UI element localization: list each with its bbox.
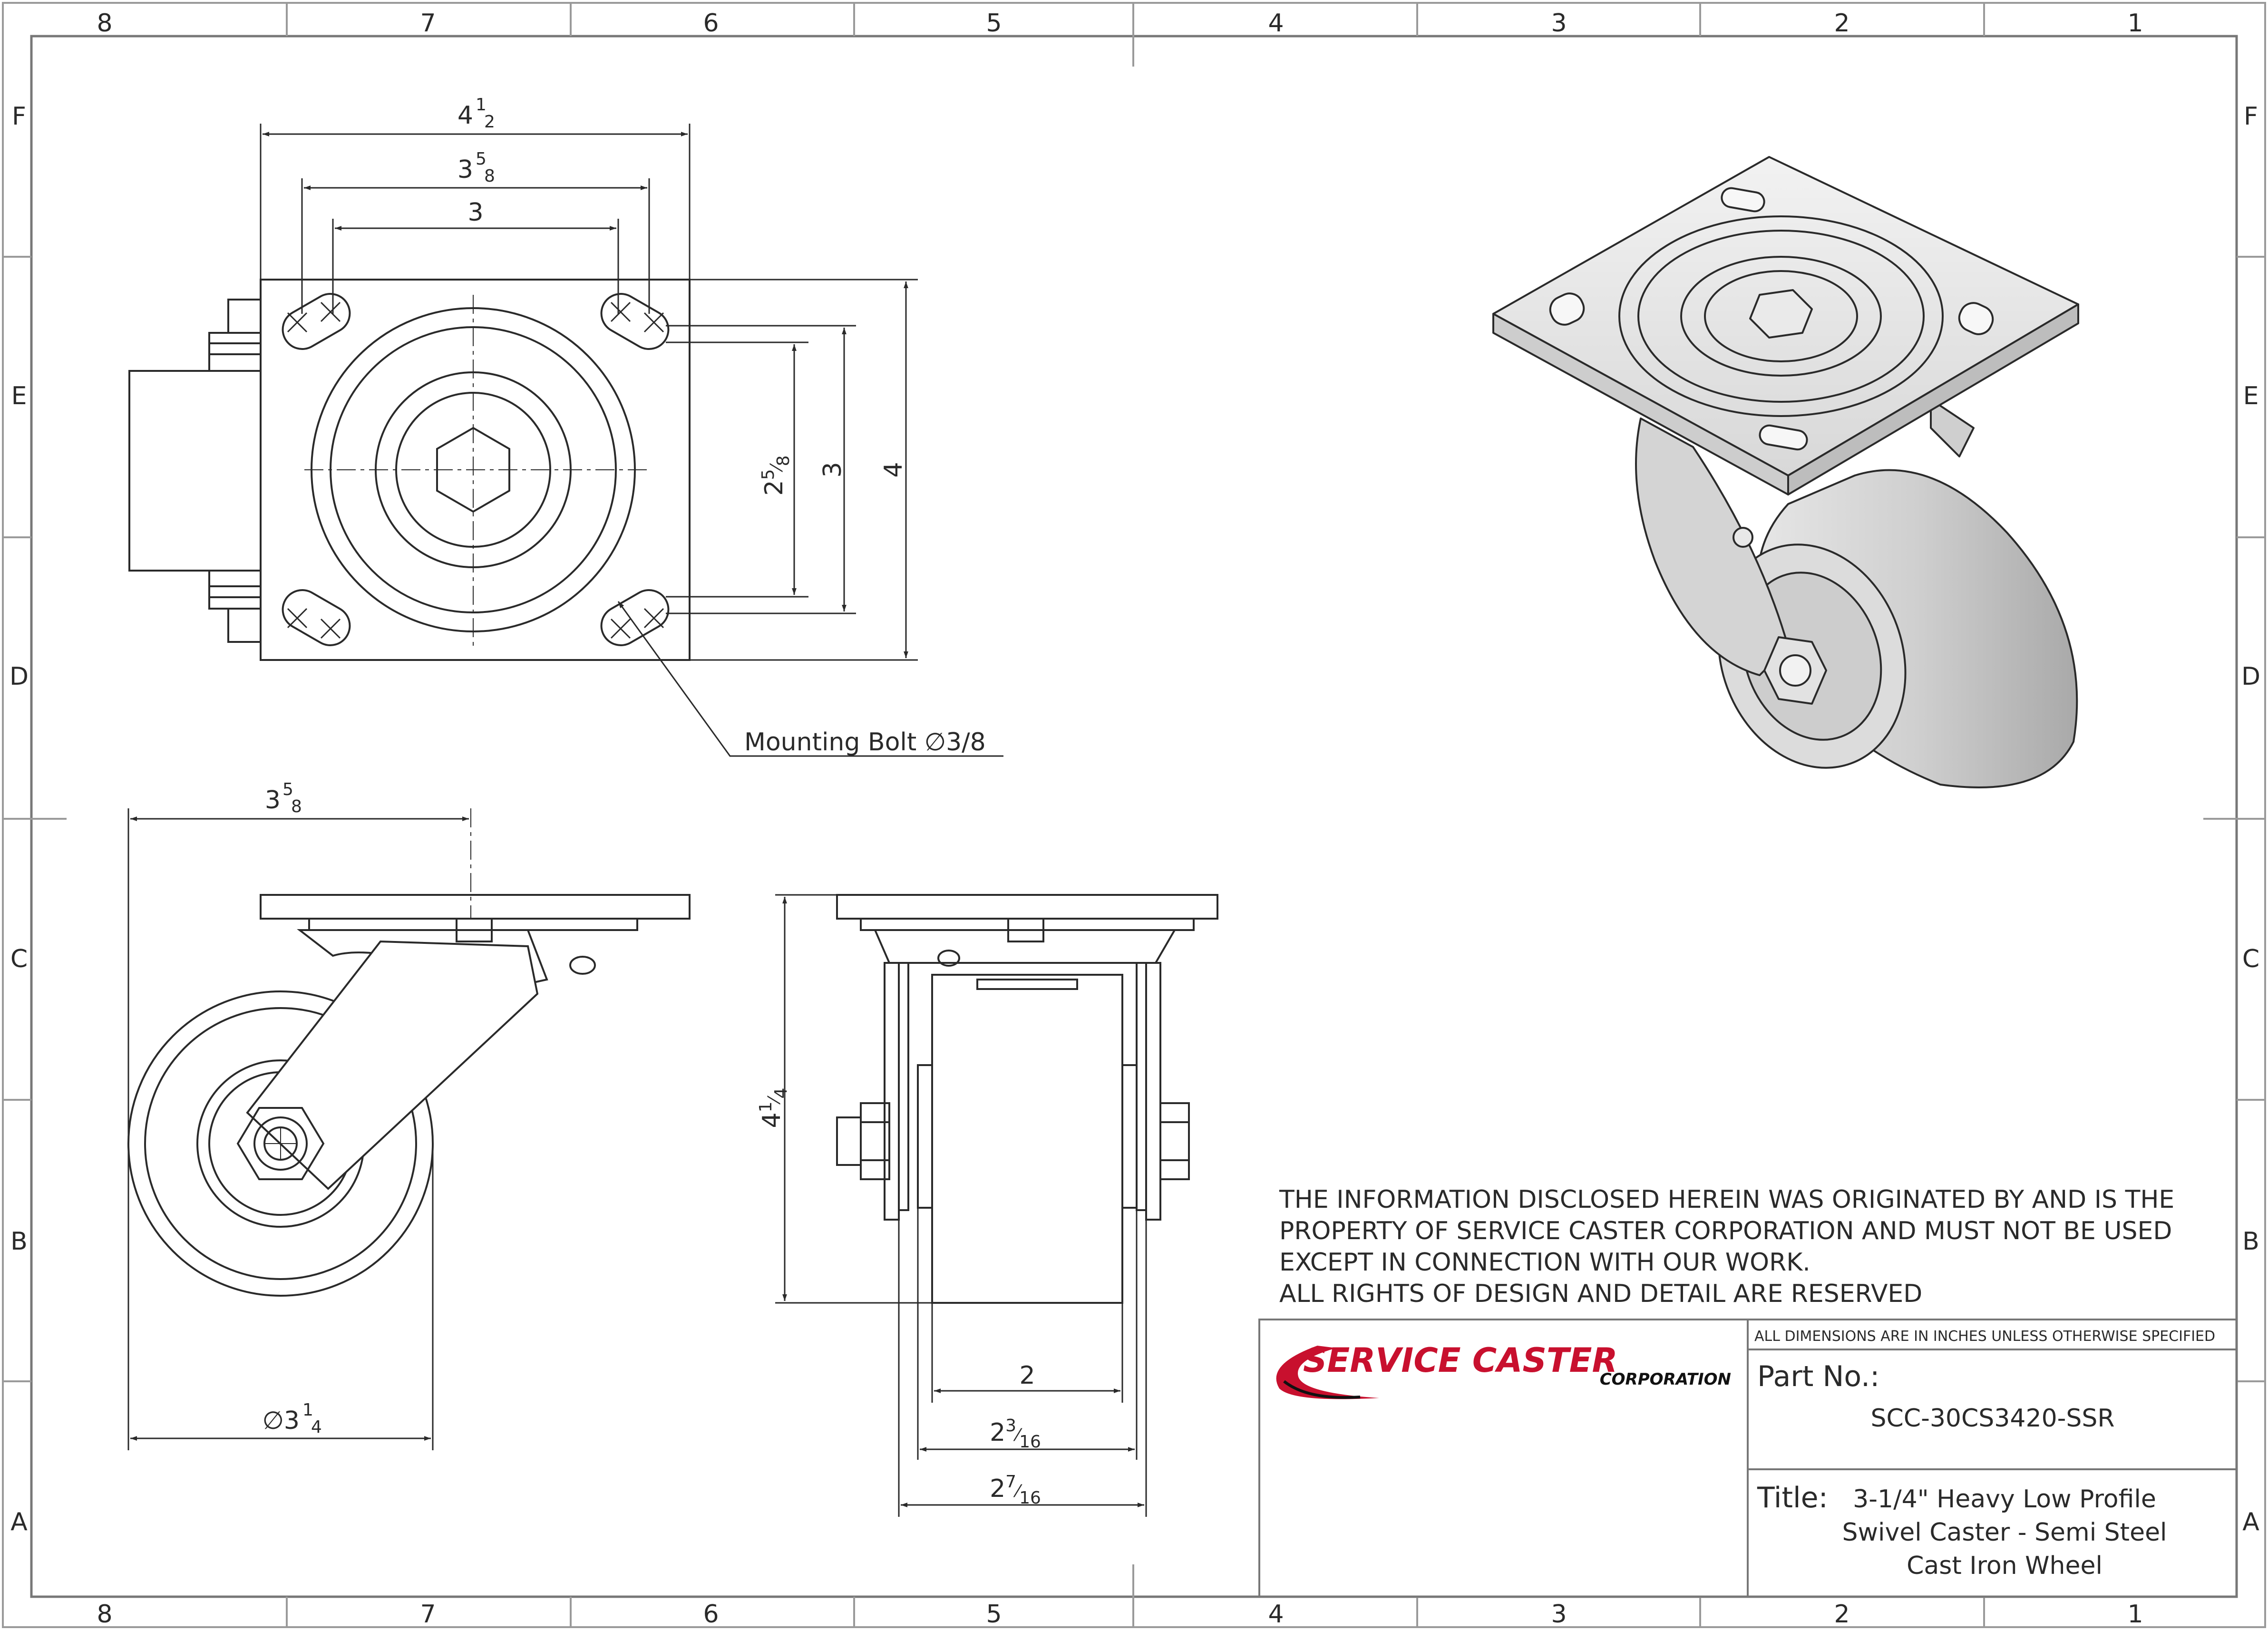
proprietary-notice: THE INFORMATION DISCLOSED HEREIN WAS ORI…: [1279, 1185, 2174, 1308]
col-label-8-bottom: 8: [97, 1600, 112, 1629]
company-logo: SERVICE CASTER CORPORATION: [1276, 1341, 1731, 1399]
top-view-dim-text: 4 1 2 3 5 8 3 25⁄8 3 4 Mounting Bolt ∅3/…: [457, 95, 986, 757]
dim-bolt-outer-den: 8: [484, 166, 495, 186]
row-label-d: D: [10, 662, 29, 691]
dim-wheel-diameter-num: 1: [302, 1400, 313, 1420]
dim-overall-width-frac: 1: [476, 95, 487, 115]
isometric-view: [1492, 156, 2079, 788]
notice-line-1: THE INFORMATION DISCLOSED HEREIN WAS ORI…: [1279, 1185, 2174, 1214]
mounting-bolt-callout: Mounting Bolt ∅3/8: [744, 728, 986, 757]
side-view: [127, 808, 691, 1297]
dim-offset-num: 5: [282, 780, 293, 799]
dim-leg-width: 27⁄16: [990, 1472, 1041, 1508]
dim-overall-width: 4: [457, 101, 473, 130]
top-view-dimensions: [260, 124, 1003, 757]
col-label-4: 4: [1268, 9, 1284, 38]
front-view: [836, 894, 1218, 1304]
col-label-3-bottom: 3: [1551, 1600, 1567, 1629]
dim-wheel-width: 2: [1019, 1361, 1035, 1390]
row-label-e: E: [11, 382, 27, 410]
part-number-label: Part No.:: [1757, 1360, 1879, 1393]
side-view-dimensions: [127, 808, 469, 1450]
col-label-7-bottom: 7: [420, 1600, 436, 1629]
dim-wheel-diameter: ∅3: [263, 1407, 300, 1435]
row-label-f: F: [12, 102, 26, 131]
col-label-5: 5: [986, 9, 1002, 38]
col-label-2: 2: [1834, 9, 1849, 38]
row-label-b-right: B: [2242, 1227, 2259, 1256]
zone-ticks: [3, 3, 2265, 1627]
row-label-d-right: D: [2241, 662, 2260, 691]
col-label-1: 1: [2127, 9, 2143, 38]
title-line-2: Swivel Caster - Semi Steel: [1842, 1518, 2167, 1547]
kingpin-hex: [436, 427, 510, 513]
notice-line-4: ALL RIGHTS OF DESIGN AND DETAIL ARE RESE…: [1279, 1280, 1922, 1308]
col-label-2-bottom: 2: [1834, 1600, 1849, 1629]
col-label-6: 6: [703, 9, 719, 38]
dim-bolt-outer-num: 5: [476, 149, 487, 169]
title-label: Title:: [1757, 1481, 1828, 1514]
row-label-f-right: F: [2244, 102, 2258, 131]
dim-slot-inner: 25⁄8: [759, 456, 793, 496]
dim-hub-length: 23⁄16: [990, 1416, 1041, 1452]
title-line-3: Cast Iron Wheel: [1907, 1552, 2103, 1580]
notice-line-3: EXCEPT IN CONNECTION WITH OUR WORK.: [1279, 1248, 1811, 1277]
dim-overall-length: 4: [879, 462, 908, 477]
row-label-c: C: [10, 945, 28, 973]
dim-slot-outer: 3: [818, 462, 847, 477]
row-label-c-right: C: [2242, 945, 2259, 973]
col-label-4-bottom: 4: [1268, 1600, 1284, 1629]
front-view-dimensions: [775, 894, 1147, 1517]
title-line-1: 3-1/4" Heavy Low Profile: [1853, 1485, 2156, 1514]
top-plate: [260, 279, 691, 661]
title-block-text: ALL DIMENSIONS ARE IN INCHES UNLESS OTHE…: [1754, 1328, 2215, 1580]
side-axle-nut: [236, 1107, 325, 1180]
iso-kingpin-hex: [1749, 289, 1813, 339]
dim-height: 41⁄4: [756, 1088, 791, 1128]
part-number-value: SCC-30CS3420-SSR: [1870, 1404, 2114, 1433]
logo-main-text: SERVICE CASTER: [1303, 1341, 1617, 1380]
row-label-a-right: A: [2242, 1508, 2259, 1536]
dim-bolt-inner: 3: [467, 198, 483, 227]
title-block: [1258, 1319, 2238, 1598]
side-plate: [260, 894, 691, 920]
units-note: ALL DIMENSIONS ARE IN INCHES UNLESS OTHE…: [1754, 1328, 2215, 1345]
zone-labels: 8 7 6 5 4 3 2 1 8 7 6 5 4 3 2 1 F E D C …: [10, 9, 2260, 1629]
mounting-slots: [282, 293, 670, 646]
side-view-dim-text: 3 5 8 ∅3 1 4: [263, 780, 322, 1437]
front-view-dim-text: 41⁄4 2 23⁄16 27⁄16: [756, 1088, 1041, 1508]
dim-offset-den: 8: [291, 797, 302, 816]
dim-offset: 3: [265, 786, 281, 815]
col-label-5-bottom: 5: [986, 1600, 1002, 1629]
front-wheel: [931, 974, 1123, 1304]
col-label-6-bottom: 6: [703, 1600, 719, 1629]
col-label-1-bottom: 1: [2127, 1600, 2143, 1629]
dim-bolt-outer: 3: [457, 155, 473, 184]
col-label-3: 3: [1551, 9, 1567, 38]
front-plate: [836, 894, 1218, 920]
dim-wheel-diameter-den: 4: [311, 1417, 322, 1437]
row-label-a: A: [10, 1508, 28, 1536]
row-label-e-right: E: [2243, 382, 2259, 410]
notice-line-2: PROPERTY OF SERVICE CASTER CORPORATION A…: [1279, 1217, 2172, 1245]
logo-sub-text: CORPORATION: [1600, 1370, 1731, 1389]
dim-overall-width-den: 2: [484, 112, 495, 132]
col-label-8: 8: [97, 9, 112, 38]
col-label-7: 7: [420, 9, 436, 38]
top-view: [128, 279, 691, 661]
row-label-b: B: [10, 1227, 28, 1256]
